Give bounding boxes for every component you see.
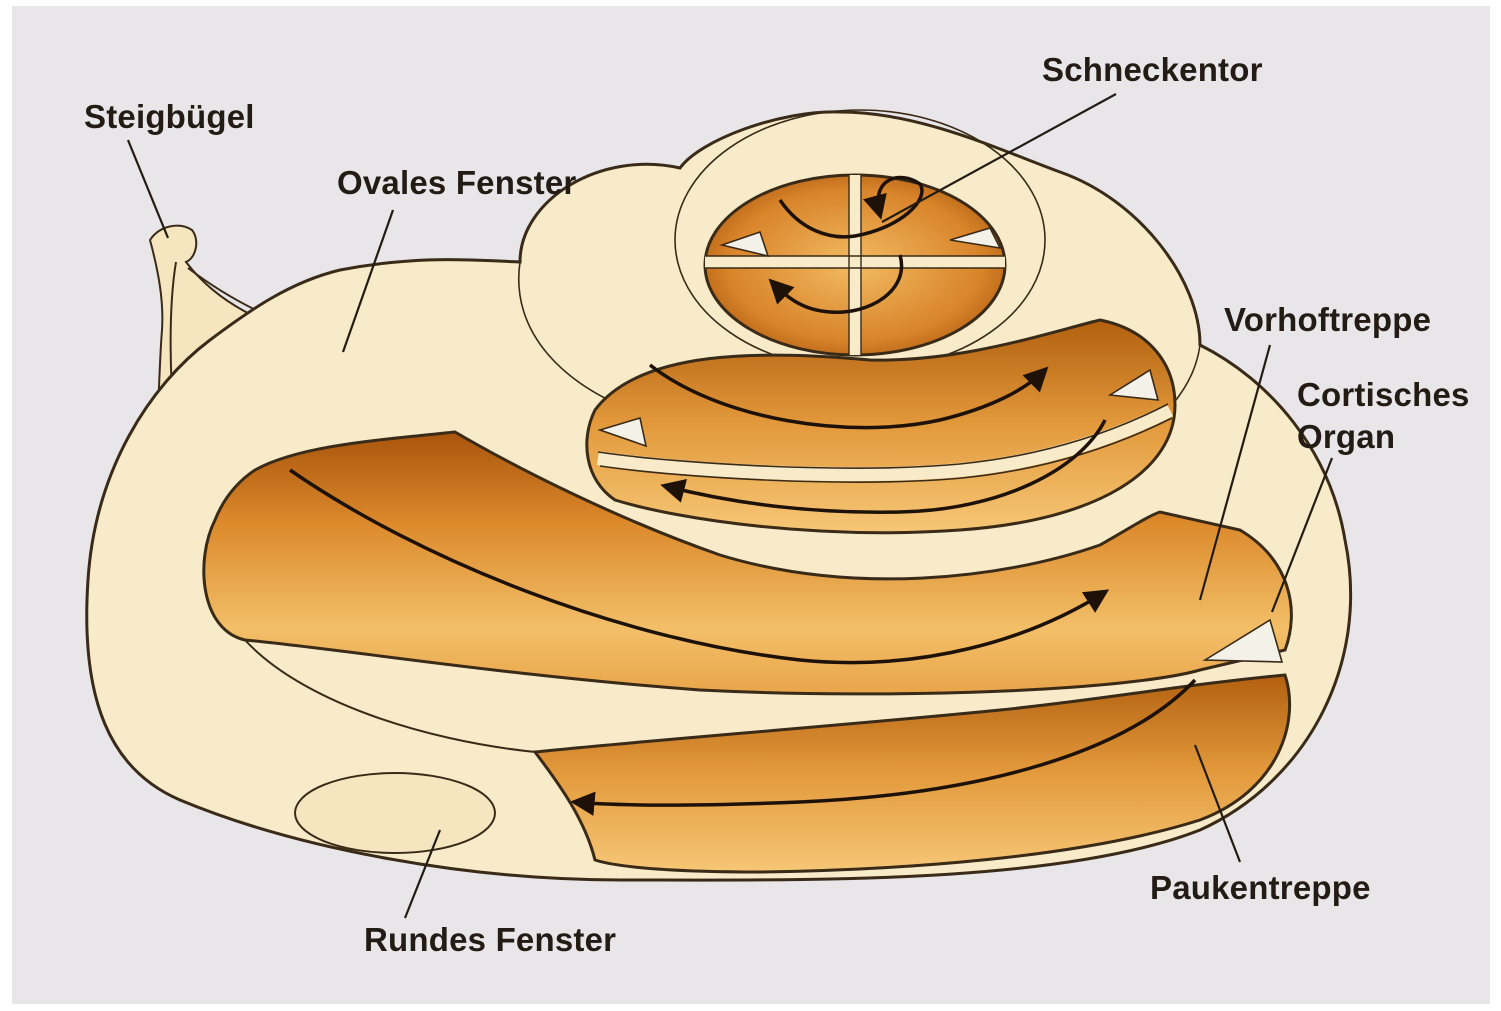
label-ovales-fenster: Ovales Fenster (337, 164, 576, 201)
label-schneckentor: Schneckentor (1042, 51, 1263, 88)
label-steigbuegel: Steigbügel (84, 98, 255, 135)
label-rundes-fenster: Rundes Fenster (364, 921, 616, 958)
label-paukentreppe: Paukentreppe (1150, 869, 1371, 906)
round-window-shape (295, 773, 495, 853)
label-cortisches: Cortisches (1297, 376, 1470, 413)
label-vorhoftreppe: Vorhoftreppe (1224, 301, 1431, 338)
label-organ: Organ (1297, 418, 1395, 455)
